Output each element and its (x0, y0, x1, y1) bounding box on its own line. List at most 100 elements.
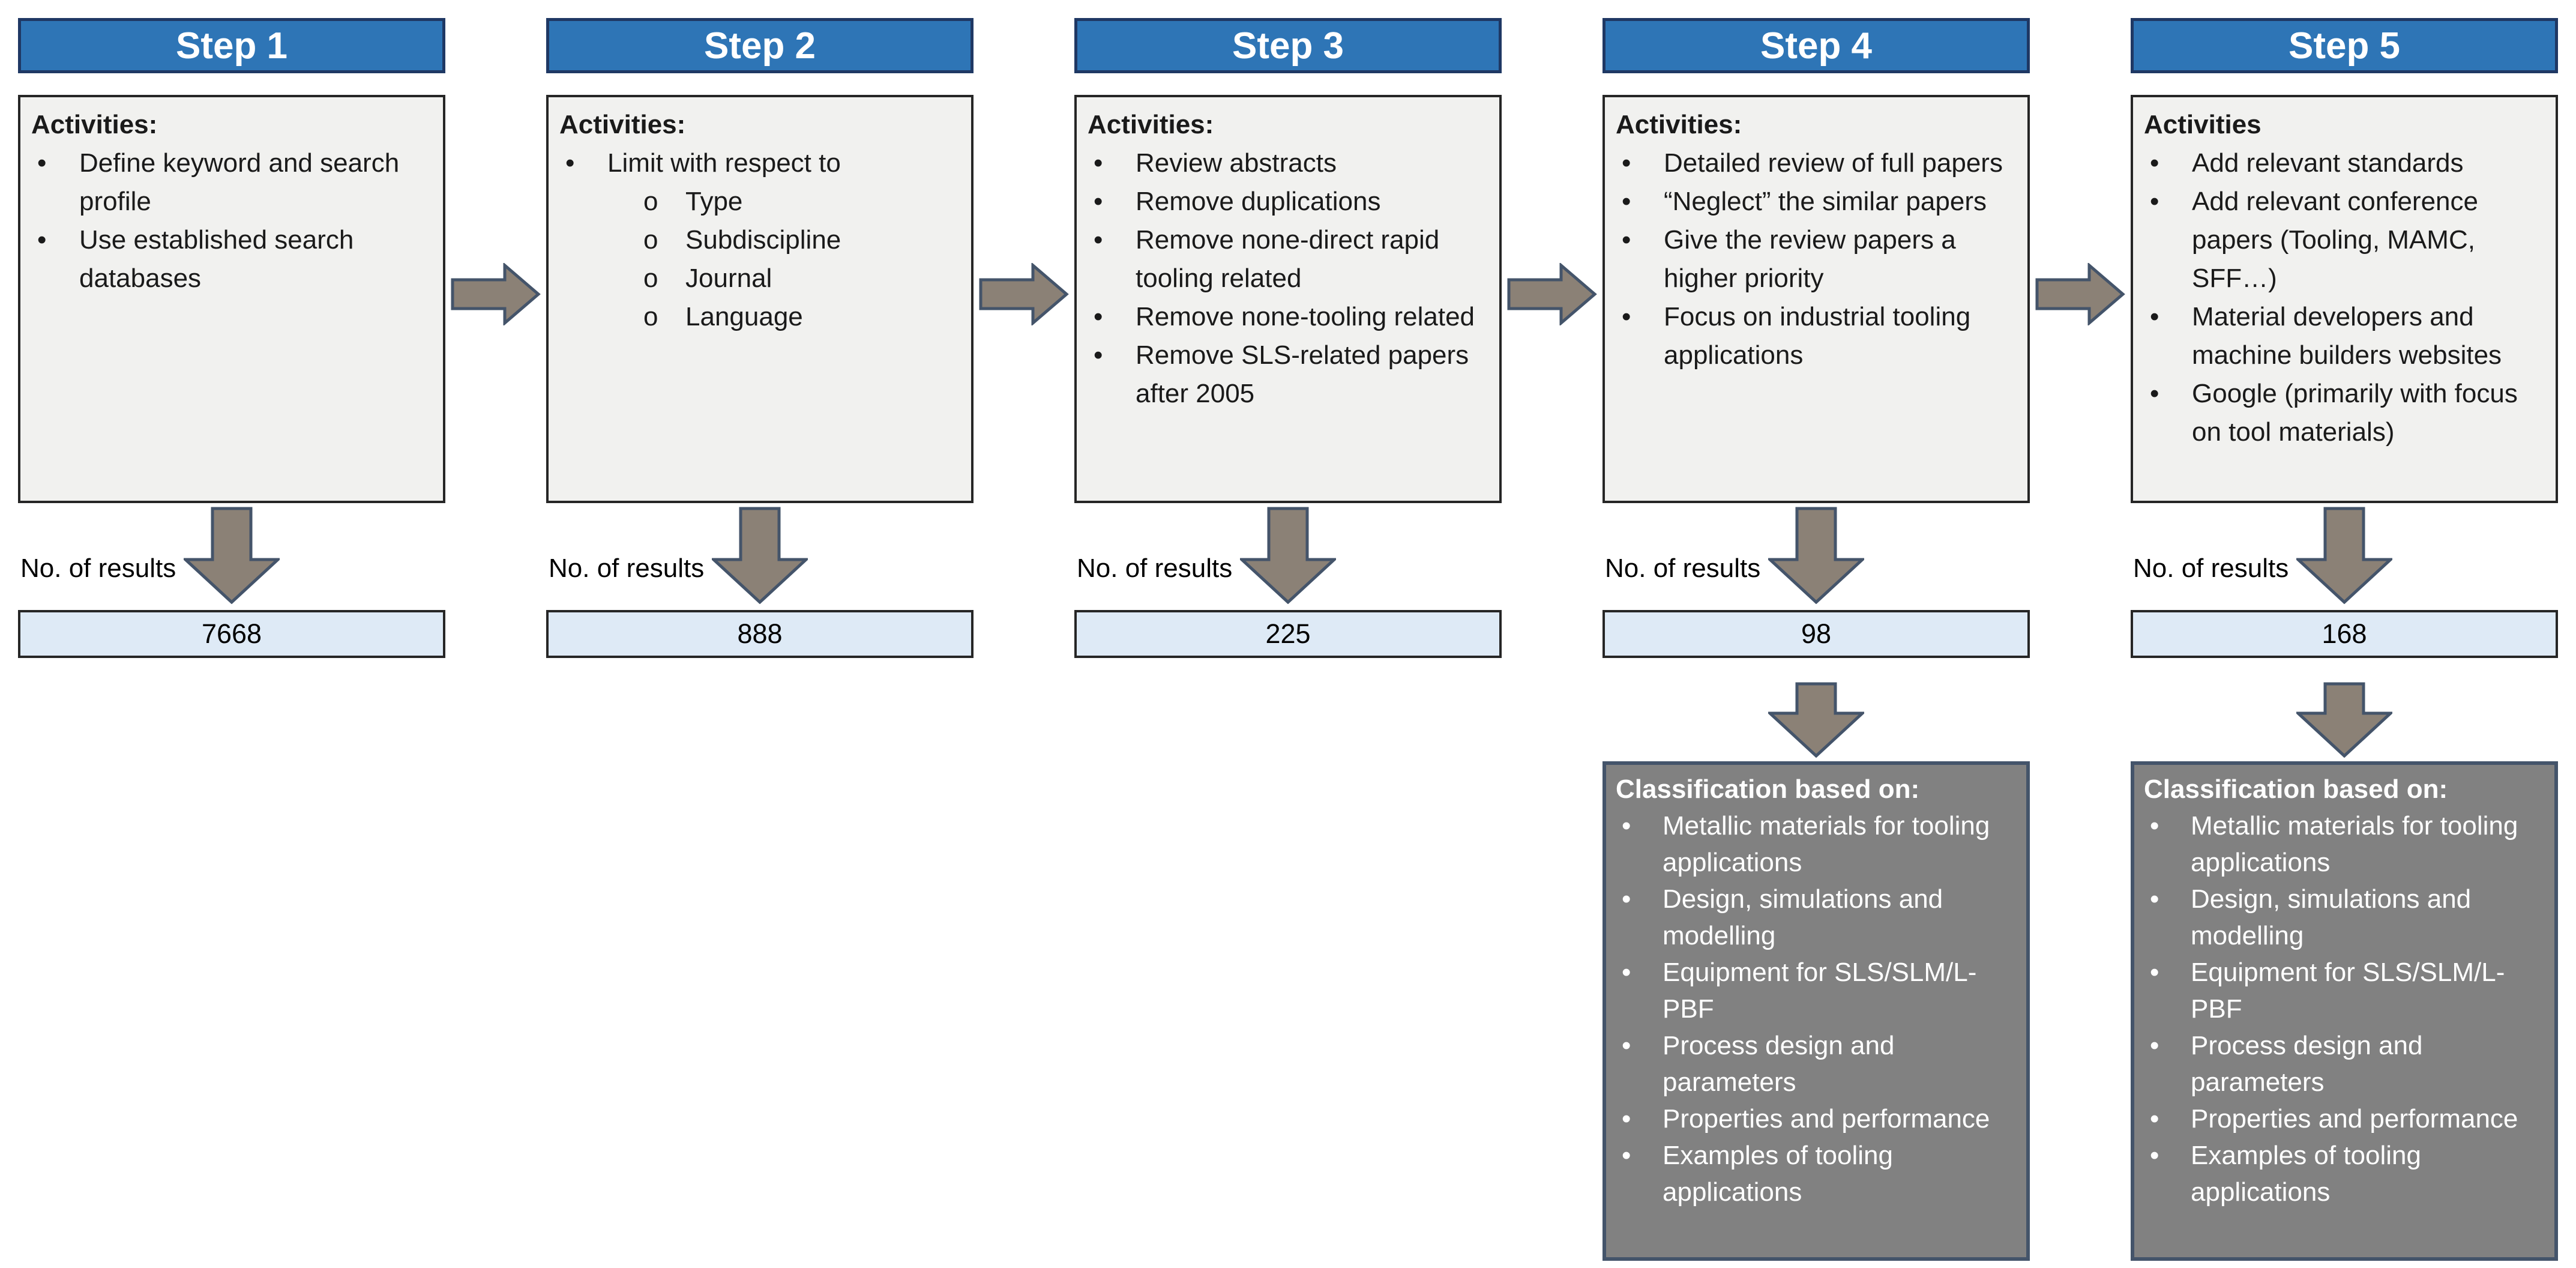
bullet-icon: • (1094, 340, 1103, 370)
step-title: Step 5 (2288, 25, 2401, 67)
bullet-icon: • (2150, 811, 2159, 841)
classification-item-text: Examples of tooling applications (1663, 1141, 1893, 1207)
activity-item-text: Remove duplications (1136, 187, 1381, 216)
step-column: Step 4 Activities: •Detailed review of f… (1602, 0, 2030, 1268)
classification-item: • Examples of tooling applications (2144, 1137, 2545, 1210)
classification-item: •Equipment for SLS/SLM/L-PBF (2144, 954, 2545, 1027)
activity-item: •Review abstracts (1088, 144, 1488, 183)
activities-box: Activities •Add relevant standards•Add r… (2131, 95, 2558, 503)
bullet-icon: • (1622, 884, 1631, 914)
activity-item-text: Remove none-tooling related (1136, 302, 1475, 331)
results-label: No. of results (1605, 554, 1761, 583)
classification-box: Classification based on: • Metallic mater… (2131, 761, 2558, 1261)
classification-item-text: Properties and performance (2191, 1104, 2518, 1134)
activities-heading: Activities (2144, 110, 2262, 139)
bullet-icon: • (2150, 187, 2159, 216)
activity-item: •Add relevant standards (2144, 144, 2545, 183)
bullet-icon: • (37, 225, 47, 255)
results-box: 225 (1074, 610, 1502, 658)
sub-activity-item-text: Subdiscipline (685, 225, 841, 255)
right-arrow-icon (979, 263, 1069, 325)
activity-item: •Focus on industrial tooling application… (1616, 298, 2017, 375)
classification-item-text: Metallic materials for tooling applicati… (2191, 811, 2518, 877)
activity-item-text: Give the review papers a higher priority (1664, 225, 1956, 293)
bullet-icon: • (1622, 1141, 1631, 1170)
results-box: 888 (546, 610, 974, 658)
activity-item-text: Add relevant standards (2192, 148, 2464, 178)
classification-item-text: Metallic materials for tooling applicati… (1663, 811, 1990, 877)
bullet-icon: • (1094, 302, 1103, 331)
right-arrow-icon (1507, 263, 1597, 325)
classification-item: • Metallic materials for tooling applicat… (1616, 808, 2017, 881)
step-column: Step 5 Activities •Add relevant standard… (2131, 0, 2558, 1268)
right-arrow-icon (2035, 263, 2125, 325)
bullet-icon: • (565, 148, 575, 178)
activity-item: • Remove duplications (1088, 183, 1488, 221)
activity-item: •Google (primarily with focus on tool ma… (2144, 375, 2545, 451)
step-column: Step 1 Activities: • Define keyword and s… (18, 0, 445, 1268)
bullet-icon: • (1622, 958, 1631, 987)
step-title: Step 4 (1760, 25, 1873, 67)
activity-item: •Material developers and machine builder… (2144, 298, 2545, 375)
classification-item-text: Design, simulations and modelling (2191, 884, 2472, 950)
classification-item-text: Equipment for SLS/SLM/L-PBF (2191, 958, 2505, 1024)
bullet-icon: • (1622, 225, 1631, 255)
classification-item: •Properties and performance (1616, 1100, 2017, 1137)
step-title: Step 2 (703, 25, 816, 67)
activities-heading: Activities: (31, 110, 158, 139)
classification-item-text: Process design and parameters (2191, 1031, 2423, 1097)
results-box: 98 (1602, 610, 2030, 658)
classification-box: Classification based on: • Metallic mater… (1602, 761, 2030, 1261)
bullet-icon: • (1622, 811, 1631, 841)
classification-heading: Classification based on: (1616, 774, 1920, 804)
classification-item: • Examples of tooling applications (1616, 1137, 2017, 1210)
activity-item: • Give the review papers a higher priorit… (1616, 221, 2017, 298)
classification-item: •Design, simulations and modelling (2144, 881, 2545, 954)
activities-list: •Add relevant standards•Add relevant con… (2144, 144, 2545, 451)
activity-item-text: Limit with respect to (607, 148, 841, 178)
results-value: 225 (1265, 618, 1311, 649)
classification-item: • Process design and parameters (2144, 1027, 2545, 1100)
classification-item: •Design, simulations and modelling (1616, 881, 2017, 954)
classification-list: • Metallic materials for tooling applicat… (1616, 808, 2017, 1210)
activities-heading: Activities: (1088, 110, 1214, 139)
bullet-icon: • (1622, 187, 1631, 216)
step-title: Step 3 (1232, 25, 1344, 67)
bullet-icon: • (1622, 148, 1631, 178)
classification-item-text: Examples of tooling applications (2191, 1141, 2421, 1207)
step-header: Step 5 (2131, 18, 2558, 73)
bullet-icon: • (2150, 1141, 2159, 1170)
activity-item-text: Detailed review of full papers (1664, 148, 2003, 178)
down-arrow-icon (2296, 507, 2392, 604)
activity-item: • “Neglect” the similar papers (1616, 183, 2017, 221)
down-arrow-icon (2296, 682, 2392, 758)
bullet-icon: • (2150, 1031, 2159, 1060)
activities-list: • Define keyword and search profile•Use e… (31, 144, 432, 298)
results-label: No. of results (549, 554, 705, 583)
activity-item-text: Material developers and machine builders… (2192, 302, 2502, 370)
down-arrow-icon (184, 507, 280, 604)
step-title: Step 1 (175, 25, 288, 67)
bullet-icon: • (1622, 1104, 1631, 1134)
bullet-icon: • (1094, 187, 1103, 216)
classification-heading: Classification based on: (2144, 774, 2448, 804)
activities-list: • Detailed review of full papers • “Neglect… (1616, 144, 2017, 375)
down-arrow-icon (1768, 682, 1864, 758)
step-column: Step 3 Activities: •Review abstracts•Rem… (1074, 0, 1502, 1268)
activity-item: •Remove none-direct rapid tooling relate… (1088, 221, 1488, 298)
activity-item-text: “Neglect” the similar papers (1664, 187, 1987, 216)
activity-item: •Remove SLS-related papers after 2005 (1088, 336, 1488, 413)
classification-item: •Equipment for SLS/SLM/L-PBF (1616, 954, 2017, 1027)
activity-item: •Use established search databases (31, 221, 432, 298)
bullet-icon: • (1622, 1031, 1631, 1060)
results-box: 7668 (18, 610, 445, 658)
activity-item-text: Define keyword and search profile (79, 148, 400, 216)
right-arrow-icon (451, 263, 541, 325)
results-box: 168 (2131, 610, 2558, 658)
circle-bullet-icon: o (643, 264, 658, 293)
bullet-icon: • (1622, 302, 1631, 331)
